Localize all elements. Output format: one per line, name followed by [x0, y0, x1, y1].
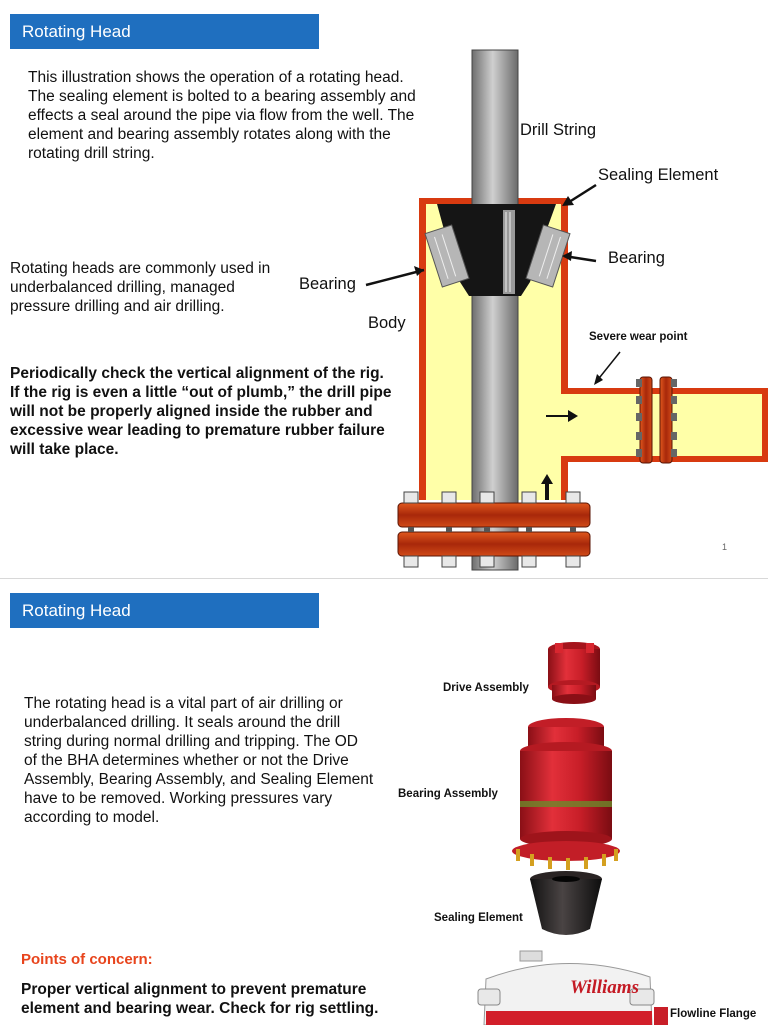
usage-paragraph: Rotating heads are commonly used in unde… [10, 260, 271, 315]
drive-assembly-part [548, 642, 600, 704]
label-bearing-assembly: Bearing Assembly [398, 788, 498, 800]
bearing-right-shape [525, 224, 571, 288]
label-bearing-left: Bearing [299, 275, 356, 293]
concern-paragraph: Proper vertical alignment to prevent pre… [21, 981, 379, 1017]
label-flowline-flange: Flowline Flange [670, 1008, 757, 1020]
rotating-head-components [477, 642, 668, 1025]
sealing-element-part [530, 871, 602, 935]
side-flange [636, 376, 677, 464]
bearing-assembly-part [512, 718, 620, 870]
slide-1: Rotating Head This illustration shows th… [10, 14, 768, 571]
slide-title: Rotating Head [10, 14, 319, 49]
williams-logo: Williams [570, 977, 639, 998]
label-drive-assembly: Drive Assembly [443, 682, 529, 694]
warning-paragraph: Periodically check the vertical alignmen… [10, 365, 392, 458]
description-paragraph: The rotating head is a vital part of air… [24, 695, 374, 826]
bearing-left-shape [424, 224, 470, 288]
intro-paragraph: This illustration shows the operation of… [28, 69, 416, 162]
label-sealing-element: Sealing Element [434, 912, 523, 924]
flow-arrow-up [541, 474, 553, 500]
bottom-flange [397, 491, 591, 568]
label-drill-string: Drill String [520, 121, 597, 139]
label-body: Body [368, 314, 406, 332]
rotating-head-diagram [365, 49, 768, 571]
slide-2: Rotating Head The rotating head is a vit… [0, 578, 768, 1025]
drill-string-pipe [471, 49, 519, 571]
slide-title: Rotating Head [10, 593, 319, 628]
label-severe-wear-point: Severe wear point [589, 331, 688, 343]
concern-title: Points of concern: [21, 951, 153, 968]
page-number: 1 [722, 542, 728, 552]
label-bearing-right: Bearing [608, 249, 665, 267]
label-sealing-element: Sealing Element [598, 166, 719, 184]
flow-arrow-right [546, 410, 578, 422]
flowline-body-part [477, 950, 668, 1025]
